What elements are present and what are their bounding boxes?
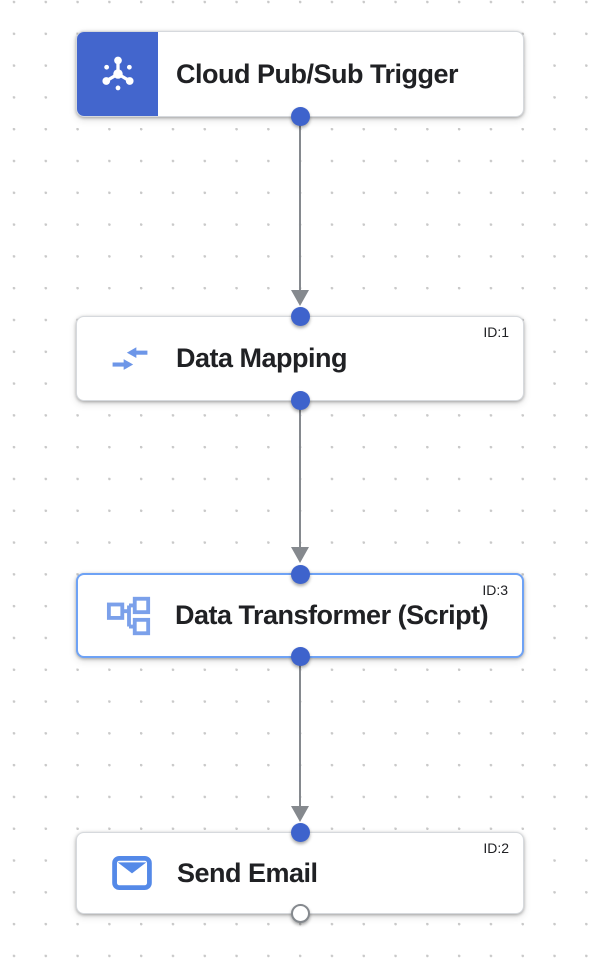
node-send-email[interactable]: Send Email ID:2 <box>76 823 524 923</box>
node-data-mapping[interactable]: Data Mapping ID:1 <box>76 307 524 410</box>
edge-transformer-to-email <box>298 658 302 806</box>
node-title: Data Transformer (Script) <box>175 600 489 630</box>
open-output-port-dot[interactable] <box>290 904 310 923</box>
arrowhead-down-icon <box>291 806 309 822</box>
node-title: Send Email <box>177 857 318 888</box>
edge-trigger-to-mapping <box>298 117 302 290</box>
input-port-dot[interactable] <box>290 823 310 842</box>
node-data-transformer-script[interactable]: Data Transformer (Script) ID:3 <box>76 565 524 666</box>
trigger-icon-box <box>77 32 158 116</box>
output-port-dot[interactable] <box>290 107 310 126</box>
output-port-dot[interactable] <box>290 647 310 666</box>
output-port-dot[interactable] <box>290 391 310 410</box>
edge-mapping-to-transformer <box>298 401 302 547</box>
node-title: Cloud Pub/Sub Trigger <box>176 58 459 89</box>
data-mapping-icon <box>104 340 156 378</box>
data-transformer-icon <box>103 593 155 639</box>
node-id-badge: ID:3 <box>482 582 508 598</box>
arrowhead-down-icon <box>291 547 309 563</box>
node-id-badge: ID:2 <box>483 840 509 856</box>
node-cloud-pubsub-trigger[interactable]: Cloud Pub/Sub Trigger <box>76 31 524 126</box>
send-email-icon <box>107 851 157 895</box>
node-title: Data Mapping <box>176 343 348 373</box>
arrowhead-down-icon <box>291 290 309 306</box>
input-port-dot[interactable] <box>290 565 310 584</box>
input-port-dot[interactable] <box>290 307 310 326</box>
node-id-badge: ID:1 <box>483 324 509 340</box>
pubsub-icon <box>101 56 134 91</box>
